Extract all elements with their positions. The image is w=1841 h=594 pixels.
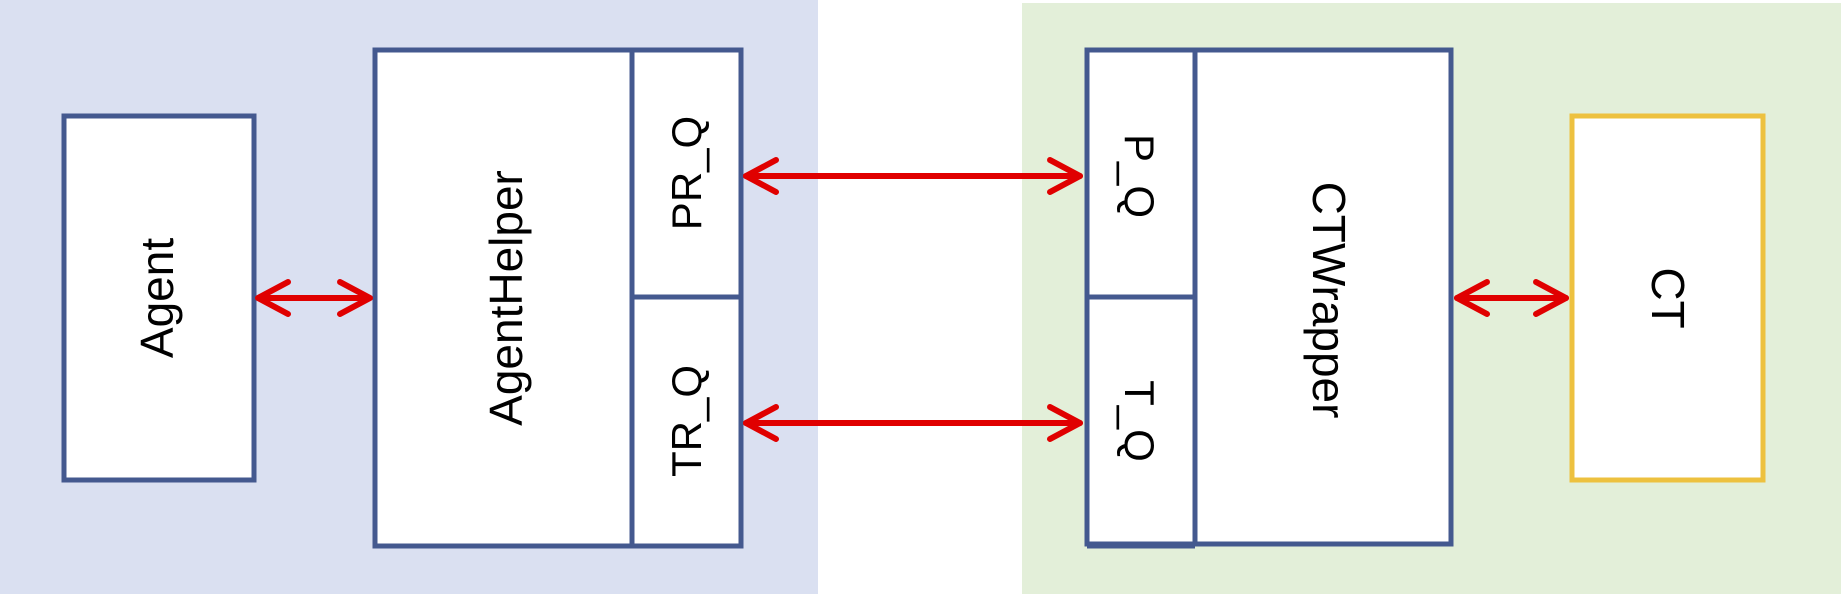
- ct-wrapper-box: [1084, 47, 1454, 547]
- agent-label: Agent: [131, 238, 183, 358]
- t-q-label: T_Q: [1116, 380, 1163, 462]
- p-q-label: P_Q: [1116, 134, 1163, 218]
- agent-helper-label: AgentHelper: [480, 170, 532, 426]
- ct-label: CT: [1642, 267, 1694, 328]
- tr-q-label: TR_Q: [663, 365, 710, 477]
- arrow-ctwrapper-ct: [1454, 279, 1569, 317]
- arrow-prq-pq: [743, 157, 1083, 195]
- ct-box: [1569, 113, 1766, 483]
- agent-box: [61, 113, 257, 483]
- pr-q-label: PR_Q: [663, 116, 710, 230]
- arrow-trq-tq: [743, 404, 1083, 442]
- arrow-agent-agenthelper: [255, 279, 373, 317]
- ct-wrapper-label: CTWrapper: [1303, 182, 1355, 419]
